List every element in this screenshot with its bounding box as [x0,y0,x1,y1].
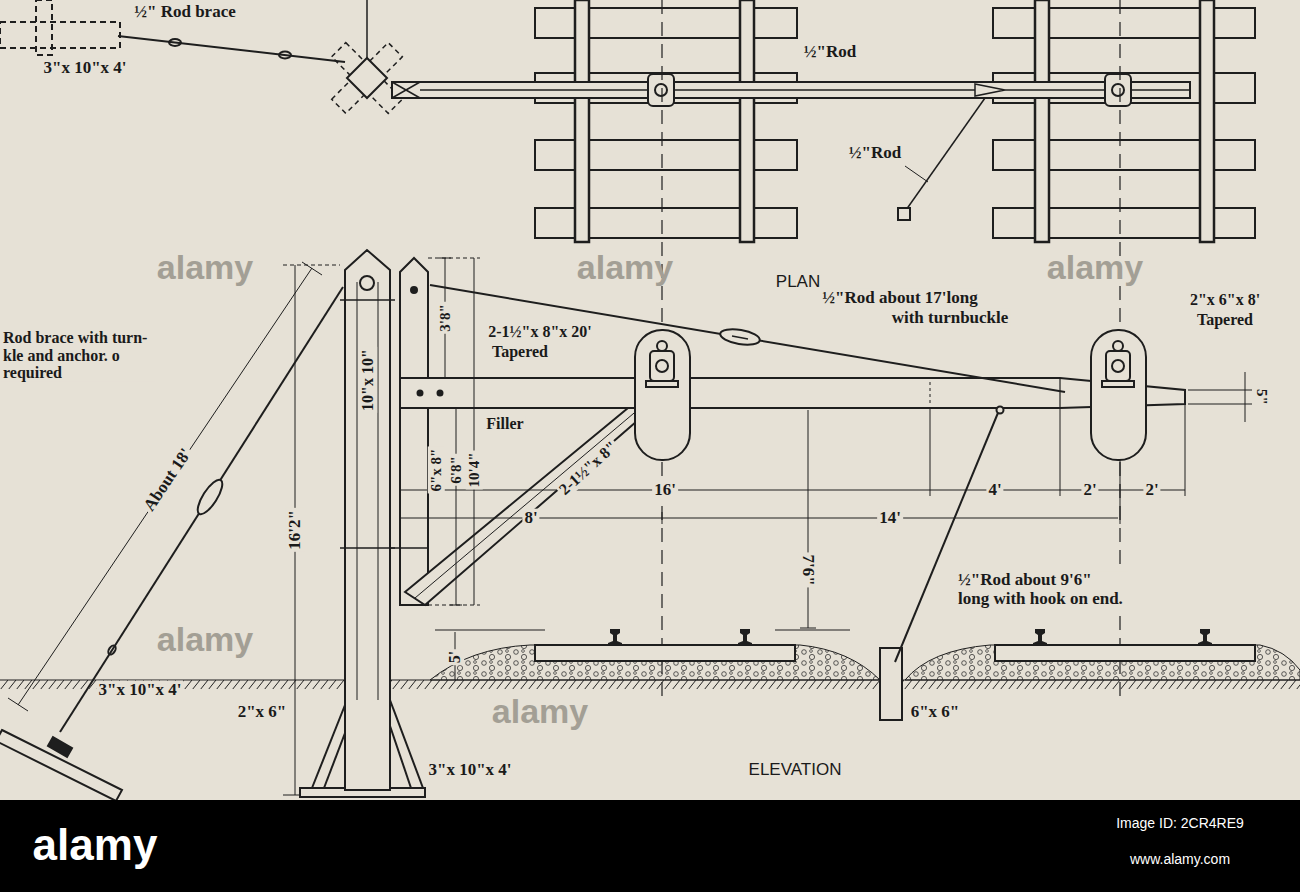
rail-profiles [608,629,1212,645]
elevation-view [0,250,1300,801]
dimension-label: 6"x 8" [428,447,445,494]
arm-post [400,258,428,605]
watermark: alamy [155,249,255,286]
watermark-bar [0,800,1300,892]
stake [880,648,902,720]
rod-label: with turnbuckle [890,309,1011,328]
ground-hatch [0,680,1300,689]
rod [1005,89,1190,91]
rod-label: ½"Rod [847,144,903,163]
part-label: Tapered [490,343,550,361]
lamp-plan [648,74,1131,106]
arm-plan [392,82,1190,98]
part-label: 2"x 6"x 8' [1188,291,1262,309]
part-label: 6"x 6" [909,703,962,722]
rod-label: ½"Rod [802,43,858,62]
part-label: 3"x 10"x 4' [96,681,183,700]
top-of-rail-line [435,629,545,630]
note-text: Rod brace with turn- kle and anchor. o r… [1,329,155,382]
ballast [905,645,1300,680]
post-plan [347,58,387,98]
dimension-label: 10'4" [466,451,483,490]
lamp [1091,330,1146,460]
blade-outline [332,43,403,114]
dimension-label: 5" [1254,387,1271,407]
part-label: 3"x 10"x 4' [426,761,513,780]
dimension-label: 10"x 10" [359,347,377,413]
main-post [345,250,390,790]
dimension-label: 4' [986,481,1003,500]
image-id: Image ID: 2CR4RE9 [1114,816,1246,831]
tie [995,645,1255,661]
ties [535,8,1255,238]
dimension-label: 14' [877,509,903,528]
watermark: alamy [490,693,590,730]
watermark: alamy [1045,249,1145,286]
anchor-plank [0,22,120,48]
ground-line [0,679,1300,680]
rod-end [975,84,1005,96]
part-label: Filler [484,415,525,433]
watermark-url: www.alamy.com [1128,852,1232,867]
anchor-plank [0,730,122,801]
view-title: PLAN [774,273,822,292]
top-of-rail-line [775,629,850,630]
dimension-label: 2' [1143,481,1160,500]
rod-anchor [898,208,910,220]
dimension-label: 8' [522,509,539,528]
blade-outline [332,43,403,114]
anchor-bolt [48,737,72,757]
dimension-label: 16'2" [286,508,305,552]
lamp [635,330,690,460]
part-label: 2-1½"x 8"x 20' [486,323,594,341]
rod-label: ½"Rod about 17'long [820,289,979,308]
turnbuckle [193,476,226,517]
part-label: 2"x 6" [236,703,289,722]
dimension-label: 7'6" [799,552,818,587]
rod-label: ½"Rod about 9'6" long with hook on end. [956,571,1128,608]
plan-view [0,0,1255,242]
anchor-plank [36,0,52,55]
leader-line [905,166,928,182]
rod [906,98,985,210]
part-label: Tapered [1195,311,1255,329]
view-title: ELEVATION [747,761,844,780]
rails [575,0,1214,242]
dimension-label: 16' [652,481,678,500]
rod-knot [107,644,117,656]
tie [535,645,795,661]
rod-brace [118,36,345,62]
turnbuckle [719,327,761,347]
watermark: alamy [575,249,675,286]
rod-knot [169,39,181,46]
diagonal-brace [405,408,652,605]
dimension-label: 6'8" [448,454,465,486]
rod [420,89,975,91]
dimension-label: 5' [446,649,464,665]
watermark-logo: alamy [31,821,160,869]
post-line [366,0,368,58]
rod-knot [279,52,291,59]
ballast [430,645,880,680]
dimension-lines [400,258,1252,680]
dimension-label: 3'8" [437,302,454,334]
signal-arm [400,378,1185,408]
dimension-label: 3"x 10"x 4' [41,59,128,78]
rod [895,408,1000,662]
rod-label: ½" Rod brace [132,3,238,22]
watermark: alamy [155,621,255,658]
dimension-label: 2' [1081,481,1098,500]
rod [430,285,1065,392]
pulley [360,276,374,290]
